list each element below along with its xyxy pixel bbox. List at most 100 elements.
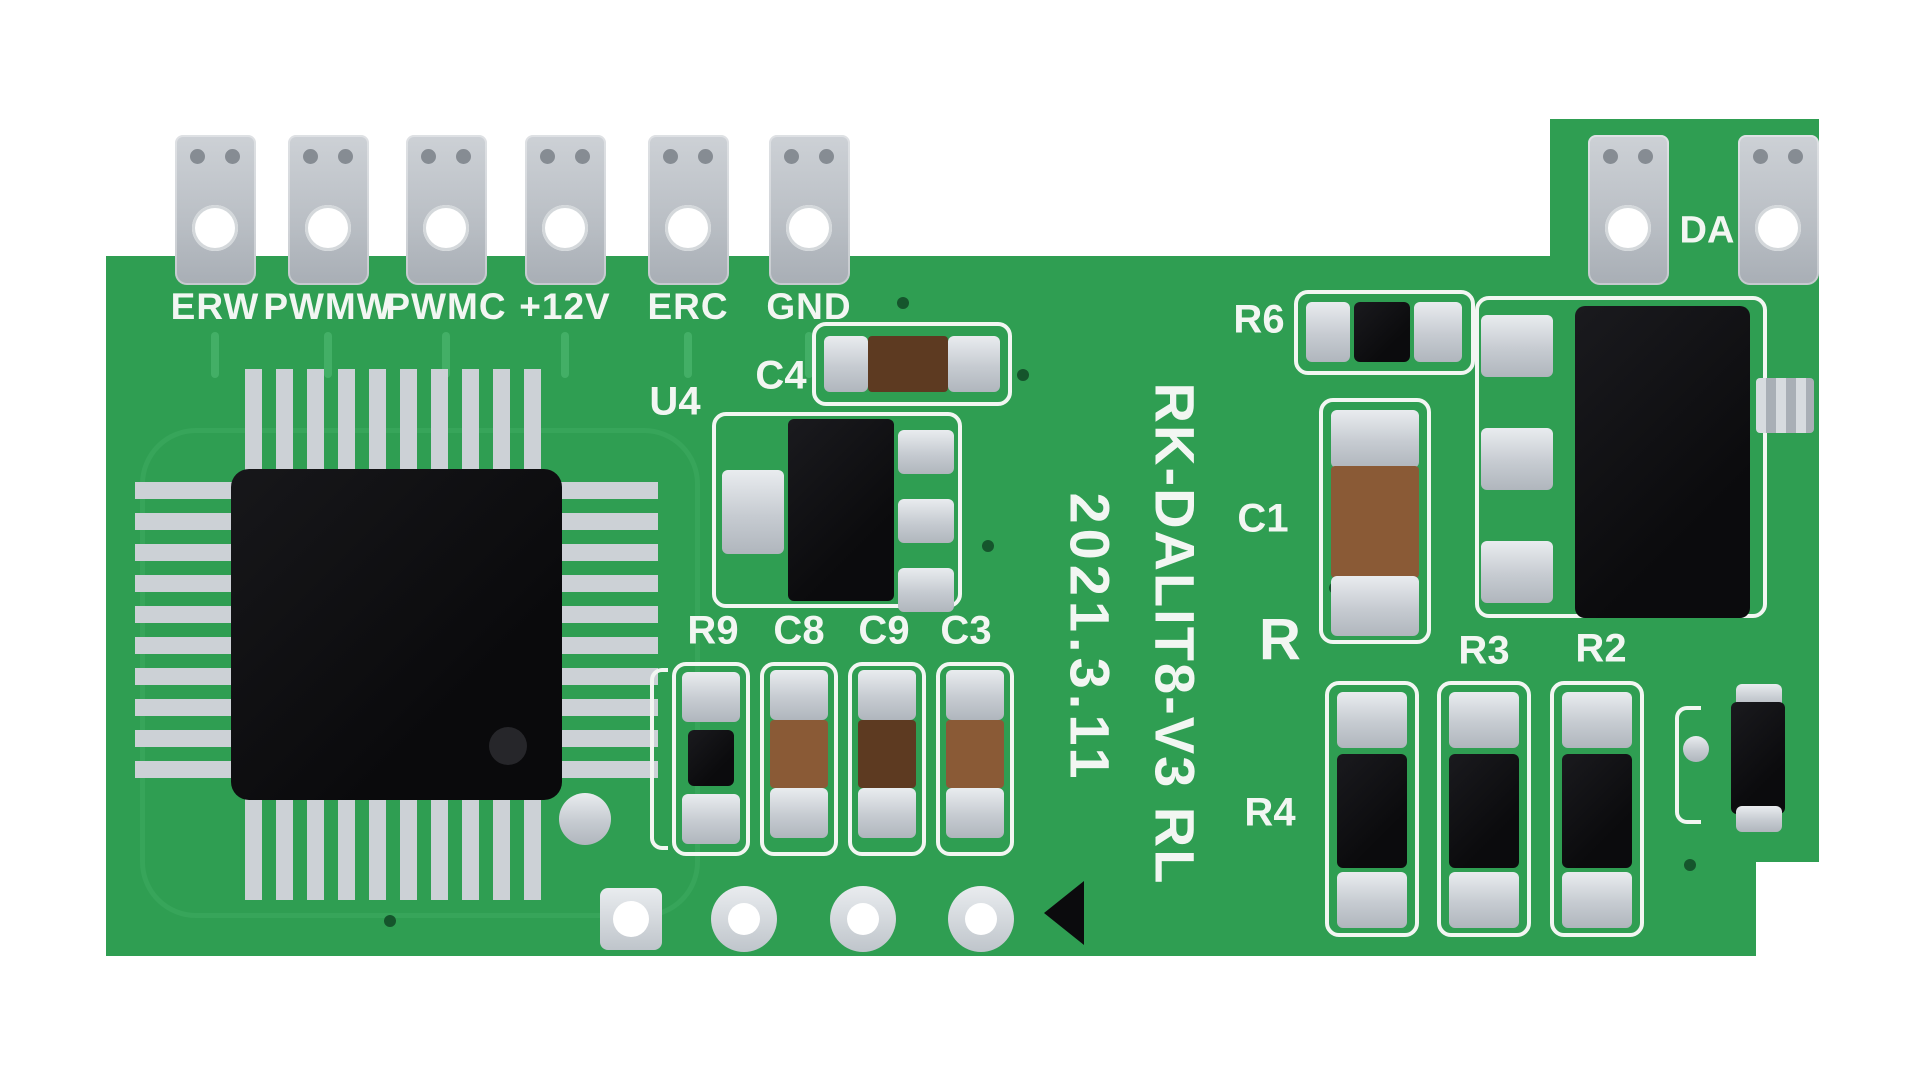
terminal-hole bbox=[1638, 149, 1653, 164]
terminal-screw-hole bbox=[305, 205, 351, 251]
terminal-hole bbox=[540, 149, 555, 164]
terminal-hole bbox=[698, 149, 713, 164]
terminal-screw-hole bbox=[665, 205, 711, 251]
terminal-label-erc: ERC bbox=[647, 286, 729, 327]
terminal-hole bbox=[784, 149, 799, 164]
terminal-hole bbox=[1788, 149, 1803, 164]
terminal-screw-hole bbox=[1605, 205, 1651, 251]
terminal-pad-da-1 bbox=[1588, 135, 1669, 285]
terminal-label-pwmc: PWMC bbox=[385, 286, 507, 327]
c4-pad-left bbox=[824, 336, 868, 392]
ref-r6: R6 bbox=[1233, 297, 1285, 342]
pin1-marker bbox=[489, 727, 527, 765]
trace bbox=[211, 332, 219, 378]
c8-pad-top bbox=[770, 670, 828, 720]
terminal-label-pwmw: PWMW bbox=[263, 286, 393, 327]
pad-hole bbox=[728, 903, 760, 935]
terminal-hole bbox=[303, 149, 318, 164]
power-ic-tab bbox=[1756, 378, 1814, 433]
trace bbox=[442, 332, 450, 378]
terminal-screw-hole bbox=[1755, 205, 1801, 251]
ref-r4: R4 bbox=[1244, 790, 1296, 835]
u4-tab-pad bbox=[722, 470, 784, 554]
power-ic-pad-3 bbox=[1481, 541, 1553, 603]
terminal-screw-hole bbox=[542, 205, 588, 251]
c3-band bbox=[946, 720, 1004, 788]
c9-outline bbox=[848, 662, 926, 856]
solder-pad-round bbox=[559, 793, 611, 845]
terminal-hole bbox=[456, 149, 471, 164]
diode-bracket bbox=[1675, 706, 1701, 824]
r6-outline bbox=[1294, 290, 1475, 375]
qfp-leads-left bbox=[135, 482, 237, 792]
ref-r9: R9 bbox=[687, 608, 739, 653]
ref-c1: C1 bbox=[1237, 496, 1289, 541]
r9-pad-bottom bbox=[682, 794, 740, 844]
mounting-pad-square bbox=[600, 888, 662, 950]
terminal-hole bbox=[575, 149, 590, 164]
ref-r: R bbox=[1259, 607, 1301, 673]
terminal-hole bbox=[225, 149, 240, 164]
r4-outline bbox=[1325, 681, 1419, 937]
power-ic-pad-1 bbox=[1481, 315, 1553, 377]
r4-pad-bottom bbox=[1337, 872, 1407, 928]
terminal-pad-erw bbox=[175, 135, 256, 285]
c8-band bbox=[770, 720, 828, 788]
terminal-hole bbox=[338, 149, 353, 164]
terminal-hole bbox=[663, 149, 678, 164]
qfp-leads-bottom bbox=[245, 798, 555, 900]
r6-pad-right bbox=[1414, 302, 1462, 362]
r4-pad-top bbox=[1337, 692, 1407, 748]
terminal-hole bbox=[819, 149, 834, 164]
smd-diode bbox=[1731, 702, 1785, 814]
trace bbox=[805, 332, 813, 378]
solder-blob bbox=[1683, 736, 1709, 762]
terminal-hole bbox=[190, 149, 205, 164]
c8-pad-bottom bbox=[770, 788, 828, 838]
terminal-screw-hole bbox=[786, 205, 832, 251]
r3-pad-top bbox=[1449, 692, 1519, 748]
r2-body bbox=[1562, 754, 1632, 868]
through-hole-pad bbox=[711, 886, 777, 952]
terminal-label-da: DA bbox=[1679, 209, 1735, 252]
r6-pad-left bbox=[1306, 302, 1350, 362]
trace bbox=[684, 332, 692, 378]
qfp-leads-top bbox=[245, 369, 555, 471]
r3-pad-bottom bbox=[1449, 872, 1519, 928]
r9-body bbox=[688, 730, 734, 786]
r2-outline bbox=[1550, 681, 1644, 937]
r2-pad-top bbox=[1562, 692, 1632, 748]
terminal-hole bbox=[421, 149, 436, 164]
terminal-screw-hole bbox=[192, 205, 238, 251]
terminal-pad-gnd bbox=[769, 135, 850, 285]
through-hole-pad bbox=[830, 886, 896, 952]
r9-outline bbox=[672, 662, 750, 856]
ref-c8: C8 bbox=[773, 608, 825, 653]
r3-body bbox=[1449, 754, 1519, 868]
power-ic-body bbox=[1575, 306, 1750, 618]
via bbox=[982, 540, 994, 552]
terminal-label-erw: ERW bbox=[170, 286, 260, 327]
pad-hole bbox=[965, 903, 997, 935]
r3-outline bbox=[1437, 681, 1531, 937]
diode-pad-bottom bbox=[1736, 806, 1782, 832]
r2-pad-bottom bbox=[1562, 872, 1632, 928]
terminal-label-12v: +12V bbox=[519, 286, 611, 327]
power-ic-pad-2 bbox=[1481, 428, 1553, 490]
c9-pad-top bbox=[858, 670, 916, 720]
ref-c3: C3 bbox=[940, 608, 992, 653]
u4-pad-3 bbox=[898, 568, 954, 612]
board-date-text: 2021.3.11 bbox=[1058, 492, 1122, 784]
c9-band bbox=[858, 720, 916, 788]
terminal-pad-erc bbox=[648, 135, 729, 285]
u4-outline bbox=[712, 412, 962, 608]
c3-pad-top bbox=[946, 670, 1004, 720]
c1-pad-top bbox=[1331, 410, 1419, 468]
via bbox=[1684, 859, 1696, 871]
qfp-chip bbox=[231, 469, 562, 800]
terminal-hole bbox=[1753, 149, 1768, 164]
c4-pad-right bbox=[948, 336, 1000, 392]
arrow-marker bbox=[1044, 881, 1084, 945]
